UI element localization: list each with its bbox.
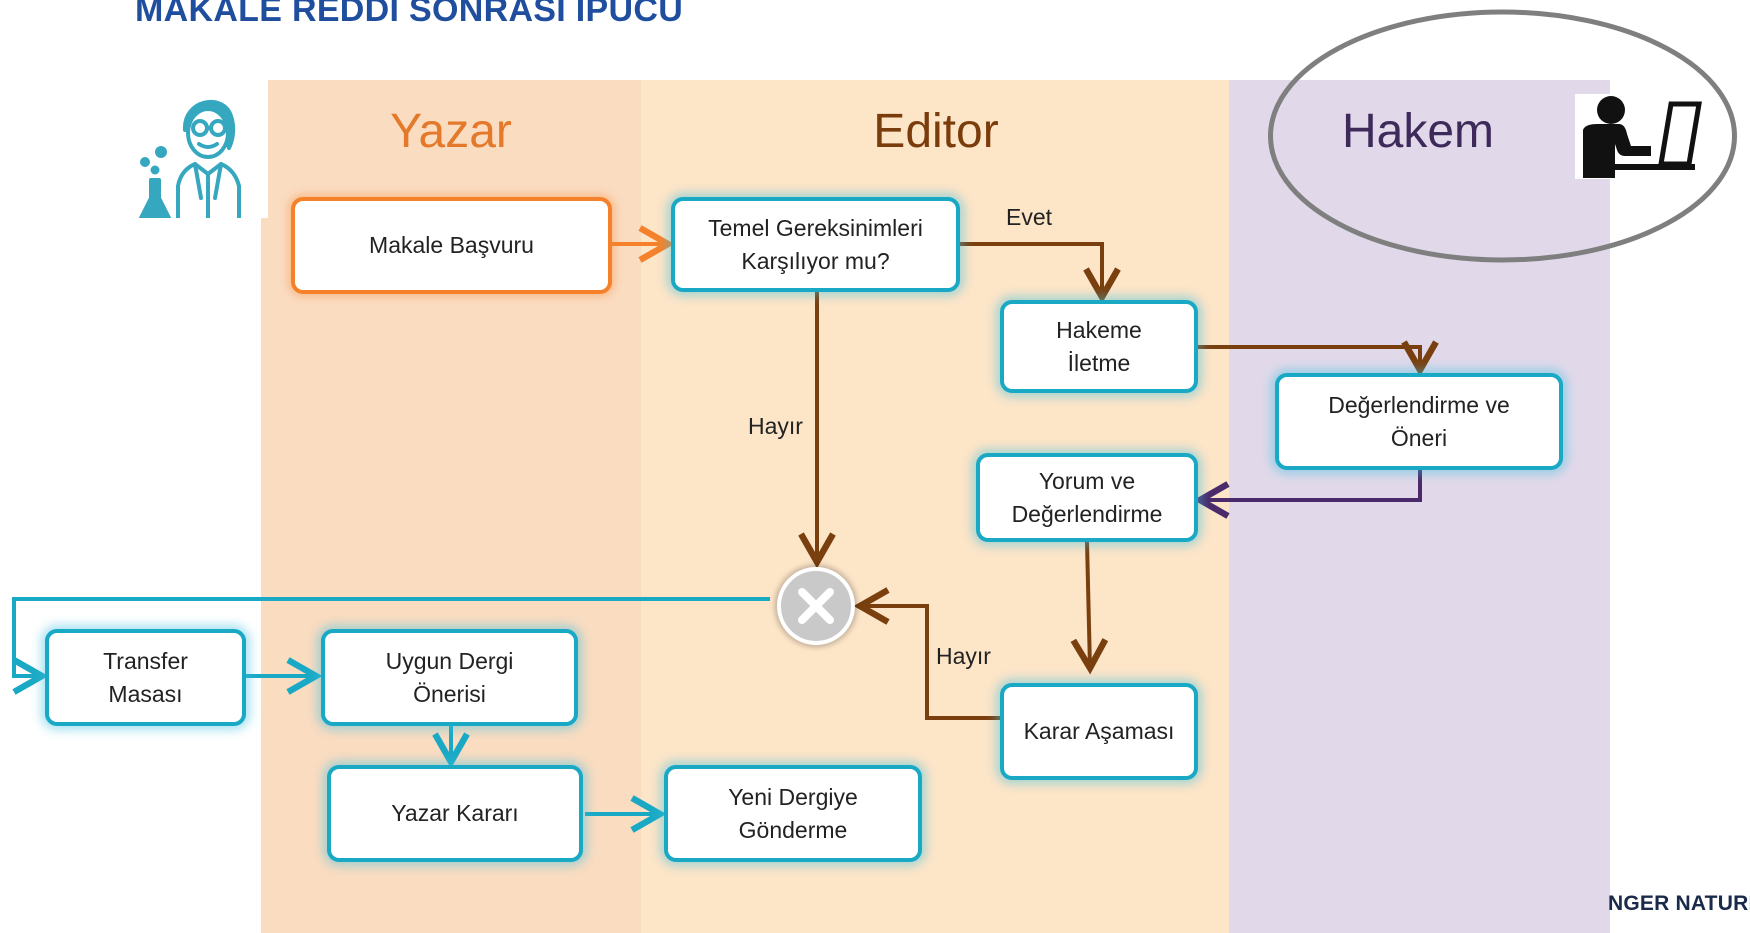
arrow-reject-to-transfer bbox=[12, 597, 770, 695]
publisher-logo: NGER NATURE G bbox=[1608, 892, 1750, 915]
arrow-degerlendirme-to-yorum bbox=[1193, 470, 1422, 519]
reviewer-laptop-icon bbox=[1575, 94, 1705, 179]
box-yeni-dergi: Yeni Dergiye Gönderme bbox=[664, 765, 922, 862]
lane-hakem bbox=[1229, 80, 1610, 933]
edge-label-hayir-1: Hayır bbox=[748, 413, 803, 439]
reject-x-icon bbox=[777, 567, 855, 645]
arrow-karar-to-reject bbox=[853, 587, 1000, 720]
arrow-hakeme-to-degerlendirme bbox=[1198, 340, 1439, 377]
arrow-evet-to-hakeme bbox=[960, 242, 1121, 304]
box-makale-basvuru: Makale Başvuru bbox=[291, 197, 612, 294]
box-transfer-masasi: Transfer Masası bbox=[45, 629, 246, 726]
box-yorum-degerlendirme: Yorum ve Değerlendirme bbox=[976, 453, 1198, 542]
lane-title-editor: Editor bbox=[873, 105, 999, 158]
box-degerlendirme-oneri: Değerlendirme ve Öneri bbox=[1275, 373, 1563, 470]
arrow-yorum-to-karar bbox=[1070, 541, 1109, 675]
edge-label-evet: Evet bbox=[1006, 204, 1053, 230]
edge-label-hayir-2: Hayır bbox=[936, 643, 991, 669]
page-title: MAKALE REDDİ SONRASI İPUCU bbox=[135, 0, 684, 29]
hakem-highlight-ellipse bbox=[1268, 9, 1737, 263]
lane-title-hakem: Hakem bbox=[1341, 105, 1495, 158]
box-karar-asamasi: Karar Aşaması bbox=[1000, 683, 1198, 780]
box-temel-gereksinimler: Temel Gereksinimleri Karşılıyor mu? bbox=[671, 197, 960, 292]
lane-title-yazar: Yazar bbox=[390, 105, 512, 158]
box-yazar-karari: Yazar Kararı bbox=[327, 765, 583, 862]
box-uygun-dergi: Uygun Dergi Önerisi bbox=[321, 629, 578, 726]
box-hakeme-iletme: Hakeme İletme bbox=[1000, 300, 1198, 393]
scientist-icon bbox=[133, 78, 268, 220]
